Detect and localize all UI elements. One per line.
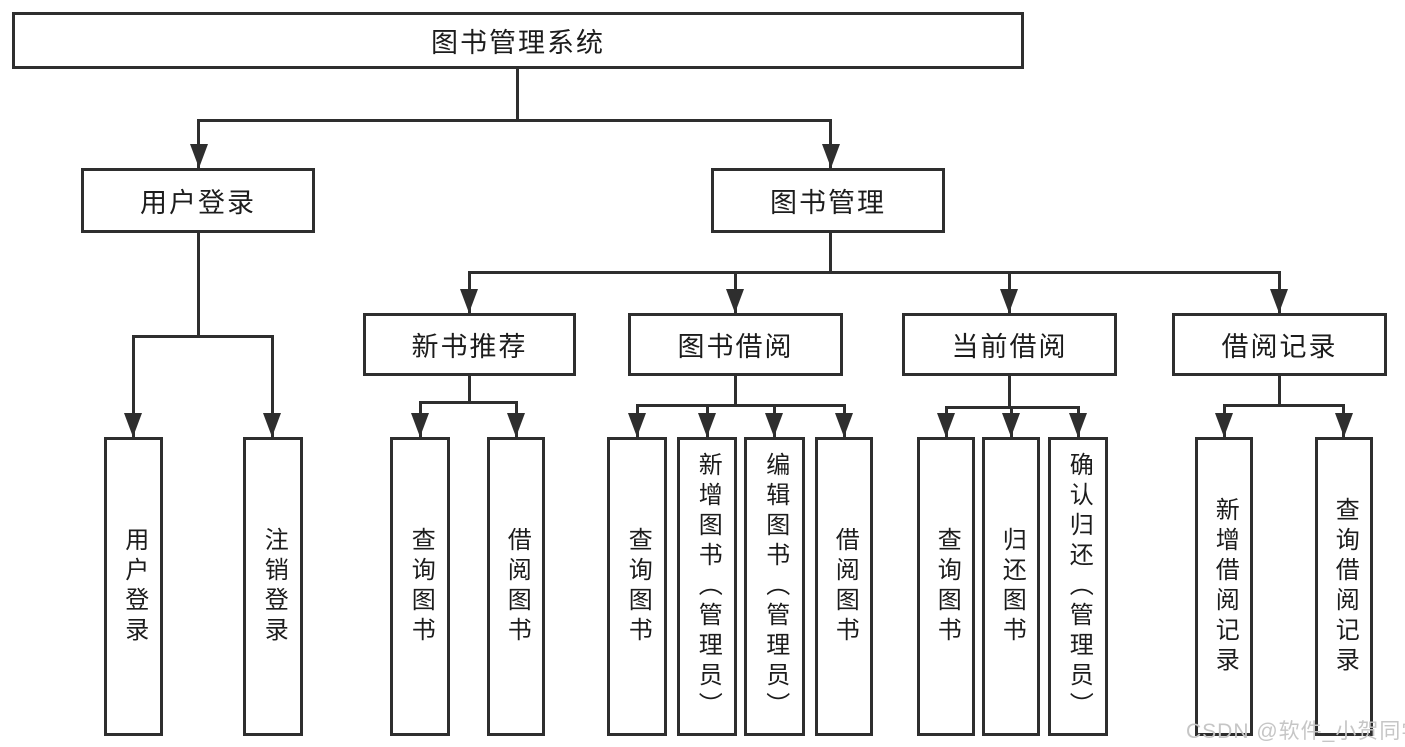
- node-current-borrow: 当前借阅: [902, 313, 1117, 376]
- leaf-add-book-admin: 新增图书（管理员）: [677, 437, 737, 736]
- leaf-return-book: 归还图书: [982, 437, 1040, 736]
- leaf-edit-book-admin: 编辑图书（管理员）: [744, 437, 805, 736]
- arrowhead-down-icon: [507, 413, 525, 437]
- connector-book-management-down: [829, 233, 832, 273]
- arrowhead-down-icon: [698, 413, 716, 437]
- connector-user-login-down: [197, 233, 200, 337]
- leaf-query-books-current: 查询图书: [917, 437, 975, 736]
- connector-level2-split: [197, 119, 832, 122]
- connector-level3-split: [468, 271, 1281, 274]
- arrowhead-down-icon: [411, 413, 429, 437]
- leaf-add-borrow-record: 新增借阅记录: [1195, 437, 1253, 736]
- arrowhead-down-icon: [726, 289, 744, 313]
- leaf-borrow-books-borrow: 借阅图书: [815, 437, 873, 736]
- leaf-borrow-books-newbook: 借阅图书: [487, 437, 545, 736]
- arrowhead-down-icon: [1002, 413, 1020, 437]
- arrowhead-down-icon: [765, 413, 783, 437]
- leaf-user-login: 用户登录: [104, 437, 163, 736]
- node-book-management: 图书管理: [711, 168, 945, 233]
- arrowhead-down-icon: [124, 413, 142, 437]
- arrowhead-down-icon: [937, 413, 955, 437]
- connector-current-borrow-down: [1008, 376, 1011, 408]
- leaf-query-books-borrow: 查询图书: [607, 437, 667, 736]
- arrowhead-down-icon: [1215, 413, 1233, 437]
- leaf-query-borrow-record: 查询借阅记录: [1315, 437, 1373, 736]
- node-user-login: 用户登录: [81, 168, 315, 233]
- node-new-book-recommend: 新书推荐: [363, 313, 576, 376]
- leaf-confirm-return-admin: 确认归还（管理员）: [1048, 437, 1108, 736]
- arrowhead-down-icon: [1000, 289, 1018, 313]
- connector-user-login-split: [132, 335, 274, 338]
- arrowhead-down-icon: [1270, 289, 1288, 313]
- connector-new-book-split: [419, 401, 518, 404]
- node-book-borrow: 图书借阅: [628, 313, 843, 376]
- arrowhead-down-icon: [460, 289, 478, 313]
- connector-to-book-management: [829, 119, 832, 168]
- arrowhead-down-icon: [1335, 413, 1353, 437]
- csdn-watermark: CSDN @软件_小贺同学: [1186, 720, 1405, 743]
- connector-to-leaf-logout: [271, 335, 274, 437]
- connector-borrow-record-down: [1278, 376, 1281, 406]
- connector-book-borrow-split: [636, 404, 846, 407]
- connector-borrow-record-split: [1223, 404, 1345, 407]
- arrowhead-down-icon: [1069, 413, 1087, 437]
- arrowhead-down-icon: [835, 413, 853, 437]
- arrowhead-down-icon: [263, 413, 281, 437]
- connector-to-user-login: [197, 119, 200, 168]
- connector-to-leaf-user-login: [132, 335, 135, 437]
- arrowhead-down-icon: [190, 144, 208, 168]
- arrowhead-down-icon: [822, 144, 840, 168]
- connector-root-down: [516, 69, 519, 121]
- connector-book-borrow-down: [734, 376, 737, 406]
- node-borrow-record: 借阅记录: [1172, 313, 1387, 376]
- node-root: 图书管理系统: [12, 12, 1024, 69]
- arrowhead-down-icon: [628, 413, 646, 437]
- leaf-query-books-newbook: 查询图书: [390, 437, 450, 736]
- leaf-logout: 注销登录: [243, 437, 303, 736]
- connector-new-book-down: [468, 376, 471, 403]
